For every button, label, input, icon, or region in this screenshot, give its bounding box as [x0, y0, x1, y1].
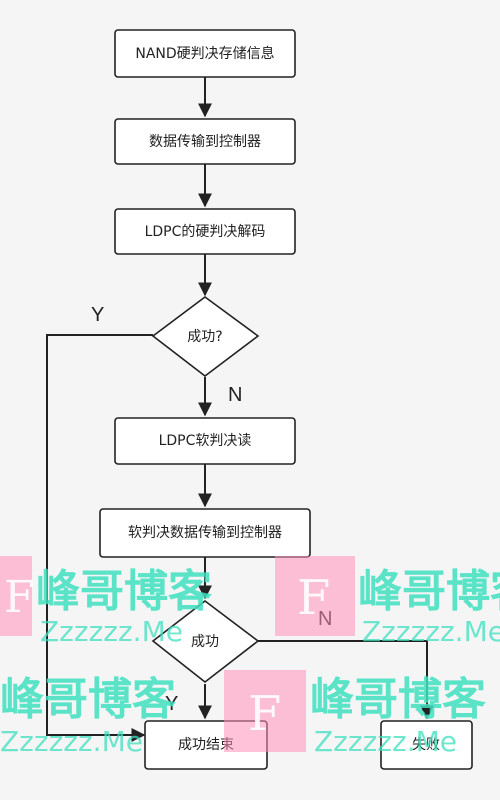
watermark-logo: F	[0, 556, 35, 636]
node-ldpc-soft-label: LDPC软判决读	[159, 432, 252, 449]
node-nand-read: NAND硬判决存储信息	[114, 29, 296, 78]
node-end-fail: 失败	[380, 720, 473, 770]
node-transfer1-label: 数据传输到控制器	[149, 134, 261, 150]
node-end-fail-label: 失败	[412, 737, 440, 753]
watermark-logo-letter: F	[4, 572, 35, 623]
edge-label-decision2-yes: Y	[165, 693, 178, 715]
decision-2-label: 成功	[191, 634, 219, 650]
watermark-logo: F	[275, 556, 355, 636]
watermark-logo-letter: F	[297, 570, 330, 626]
watermark-logo: F	[224, 670, 306, 752]
node-transfer2-label: 软判决数据传输到控制器	[128, 525, 282, 541]
edge-decision2-no	[258, 640, 434, 720]
node-end-success-label: 成功结束	[178, 737, 234, 753]
watermark-sub: Zzzzzz.Me	[0, 725, 143, 758]
node-transfer1: 数据传输到控制器	[114, 118, 296, 165]
decision-1: 成功?	[151, 296, 260, 378]
node-ldpc-hard: LDPC的硬判决解码	[114, 208, 296, 255]
watermark-sub: Zzzzzz.Me	[40, 615, 183, 648]
edge-decision1-yes	[46, 334, 153, 742]
watermark-text: 峰哥博客	[36, 566, 212, 617]
watermark-logo-letter: F	[248, 686, 281, 742]
watermark: F 峰哥博客 Zzzzzz.Me F 峰哥博客 Zzzzzz.Me F 峰哥博客…	[0, 556, 500, 758]
node-nand-read-label: NAND硬判决存储信息	[135, 45, 274, 62]
decision-1-label: 成功?	[187, 329, 222, 345]
flowchart-edges	[46, 77, 434, 742]
watermark-sub: Zzzzzz.Me	[314, 725, 457, 758]
decision-2: 成功	[151, 599, 260, 684]
flowchart-nodes: NAND硬判决存储信息 数据传输到控制器 LDPC的硬判决解码 成功? LDPC…	[99, 29, 473, 770]
watermark-text: 峰哥博客	[358, 566, 500, 617]
node-ldpc-hard-label: LDPC的硬判决解码	[145, 224, 266, 240]
watermark-sub: Zzzzzz.Me	[362, 615, 500, 648]
edge-label-decision1-yes: Y	[91, 304, 104, 326]
node-transfer2: 软判决数据传输到控制器	[99, 508, 311, 558]
watermark-text: 峰哥博客	[310, 674, 486, 725]
edge-label-decision1-no: N	[228, 384, 242, 406]
node-ldpc-soft: LDPC软判决读	[114, 417, 296, 465]
watermark-text: 峰哥博客	[0, 674, 176, 725]
